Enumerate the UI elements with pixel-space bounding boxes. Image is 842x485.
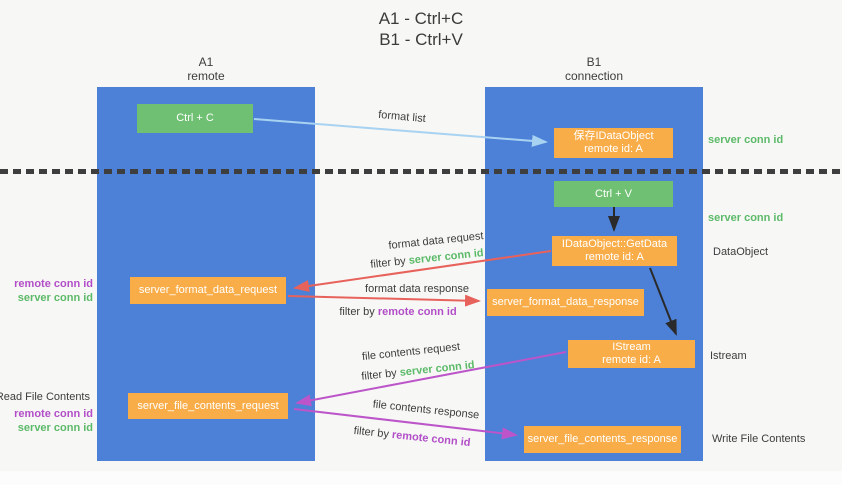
getdata-line2: remote id: A	[585, 251, 644, 263]
title-line-1: A1 - Ctrl+C	[378, 9, 464, 28]
file-contents-request-label: file contents request	[361, 341, 460, 363]
server-conn-id-annotation: server conn id	[17, 292, 93, 304]
bottom-strip	[0, 471, 842, 485]
filter-by-server-conn-id-top-label: filter by server conn id	[370, 247, 484, 271]
remote-conn-id-text: remote conn id	[377, 306, 457, 318]
filter-by-text: filter by	[369, 255, 407, 271]
left-conn-id-pair-top: remote conn id server conn id	[14, 277, 93, 305]
server-conn-id-annotation-mid: server conn id	[708, 212, 784, 224]
left-column-header: A1 remote	[97, 55, 315, 83]
server-file-contents-response-label: server_file_contents_response	[527, 433, 678, 445]
node-ctrl-v: Ctrl + V	[554, 181, 673, 207]
format-list-text: format list	[377, 108, 427, 126]
node-server-file-contents-response: server_file_contents_response	[524, 426, 681, 453]
filter-by-text: filter by	[360, 367, 398, 383]
node-server-format-data-request: server_format_data_request	[130, 277, 286, 304]
right-column-header: B1 connection	[485, 55, 703, 83]
istream-annotation: Istream	[710, 350, 747, 362]
filter-by-remote-conn-id-mid-label: filter by remote conn id	[339, 306, 456, 318]
left-column-name: A1	[198, 55, 214, 69]
istream-line1: IStream	[612, 341, 651, 353]
node-save-idataobject: 保存IDataObject remote id: A	[554, 128, 673, 158]
server-conn-id-text: server conn id	[399, 359, 476, 379]
getdata-line1: IDataObject::GetData	[561, 238, 668, 250]
save-idataobject-line1: 保存IDataObject	[573, 130, 654, 142]
left-column-subtitle: remote	[187, 69, 225, 83]
save-idataobject-line2: remote id: A	[584, 143, 643, 155]
dashed-divider	[0, 169, 842, 174]
title-line-2: B1 - Ctrl+V	[379, 30, 463, 49]
right-column-subtitle: connection	[564, 69, 624, 83]
format-data-response-label: format data response	[365, 283, 469, 295]
server-conn-id-annotation: server conn id	[17, 422, 93, 434]
ctrl-c-label: Ctrl + C	[176, 112, 214, 124]
server-file-contents-request-label: server_file_contents_request	[137, 399, 279, 412]
remote-conn-id-annotation: remote conn id	[14, 408, 93, 420]
remote-conn-id-text: remote conn id	[391, 428, 471, 450]
filter-by-server-conn-id-bottom-label: filter by server conn id	[361, 359, 475, 383]
server-conn-id-annotation-top: server conn id	[708, 134, 784, 146]
server-conn-id-text: server conn id	[408, 247, 485, 267]
format-list-label: format list	[378, 109, 427, 125]
diagram-title: A1 - Ctrl+C B1 - Ctrl+V	[0, 8, 842, 50]
filter-by-remote-conn-id-bottom-label: filter by remote conn id	[353, 425, 471, 449]
node-ctrl-c: Ctrl + C	[137, 104, 253, 133]
left-conn-id-pair-bottom: remote conn id server conn id	[14, 407, 93, 435]
server-format-data-request-label: server_format_data_request	[138, 284, 278, 296]
dataobject-annotation: DataObject	[713, 246, 769, 258]
istream-line2: remote id: A	[602, 354, 661, 366]
remote-conn-id-annotation: remote conn id	[14, 278, 93, 290]
read-file-contents-annotation: Read File Contents	[0, 391, 90, 403]
ctrl-v-label: Ctrl + V	[595, 187, 632, 200]
filter-by-text: filter by	[353, 424, 390, 441]
file-contents-request-text: file contents request	[361, 340, 461, 364]
file-contents-response-label: file contents response	[372, 398, 480, 421]
write-file-contents-annotation: Write File Contents	[712, 433, 806, 445]
filter-by-text: filter by	[339, 306, 375, 318]
node-server-file-contents-request: server_file_contents_request	[128, 393, 288, 419]
right-column-name: B1	[586, 55, 602, 69]
node-server-format-data-response: server_format_data_response	[487, 289, 644, 316]
node-istream: IStream remote id: A	[568, 340, 695, 368]
arrow-format-data-response	[287, 294, 481, 307]
server-format-data-response-label: server_format_data_response	[492, 296, 639, 308]
file-contents-response-text: file contents response	[372, 398, 480, 422]
node-idataobject-getdata: IDataObject::GetData remote id: A	[552, 236, 677, 266]
format-data-response-text: format data response	[365, 283, 469, 295]
